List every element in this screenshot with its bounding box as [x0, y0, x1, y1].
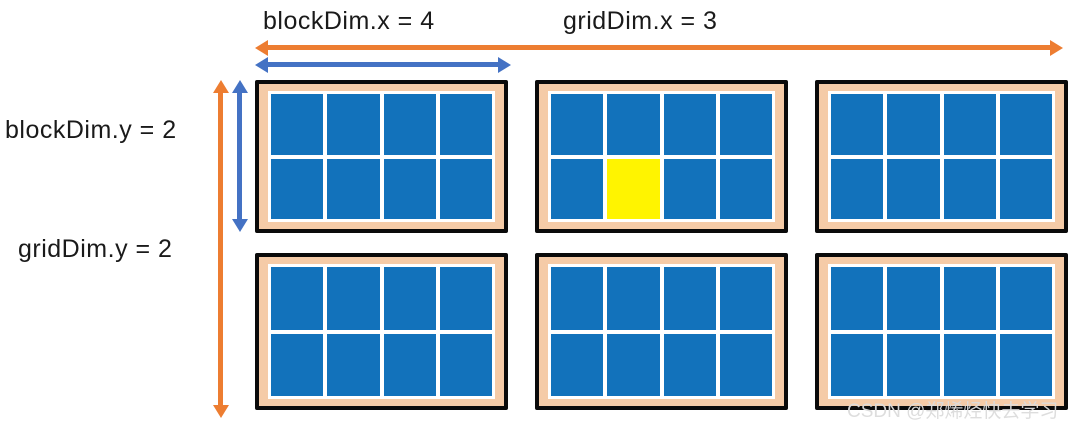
thread-cell: [719, 267, 772, 330]
thread-cell: [551, 94, 604, 155]
thread-cell: [663, 333, 716, 396]
thread-cell: [887, 333, 940, 396]
thread-cell: [607, 333, 660, 396]
thread-cell: [943, 158, 996, 219]
thread-cell-grid: [548, 91, 775, 222]
thread-cell: [887, 267, 940, 330]
highlighted-thread-cell: [607, 158, 660, 219]
thread-cell-grid: [828, 264, 1055, 399]
arrowhead-left-icon: [255, 39, 268, 56]
thread-cell: [327, 94, 380, 155]
thread-cell: [271, 158, 324, 219]
thread-cell-grid: [268, 91, 495, 222]
thread-cell: [719, 158, 772, 219]
thread-cell: [999, 158, 1052, 219]
thread-cell: [439, 158, 492, 219]
thread-cell: [607, 267, 660, 330]
griddim-y-double-arrow: [212, 80, 229, 418]
thread-block-1-0: [255, 253, 508, 410]
thread-cell: [831, 158, 884, 219]
thread-cell: [887, 158, 940, 219]
thread-cell: [943, 333, 996, 396]
thread-cell-grid: [828, 91, 1055, 222]
thread-cell: [999, 267, 1052, 330]
thread-cell: [999, 94, 1052, 155]
arrowhead-up-icon: [212, 80, 229, 93]
thread-cell: [327, 267, 380, 330]
arrowhead-right-icon: [1050, 39, 1063, 56]
thread-cell: [383, 94, 436, 155]
arrowhead-down-icon: [212, 405, 229, 418]
thread-cell: [271, 94, 324, 155]
thread-block-0-1: [535, 80, 788, 233]
thread-cell: [831, 267, 884, 330]
thread-cell: [999, 333, 1052, 396]
thread-cell-grid: [548, 264, 775, 399]
arrowhead-down-icon: [231, 219, 248, 232]
blockdim-x-double-arrow: [255, 56, 511, 73]
arrow-shaft: [264, 62, 502, 67]
thread-cell: [439, 94, 492, 155]
griddim-x-double-arrow: [255, 39, 1063, 56]
thread-cell: [943, 267, 996, 330]
arrowhead-left-icon: [255, 56, 268, 73]
thread-cell: [439, 267, 492, 330]
thread-cell: [439, 333, 492, 396]
thread-cell: [551, 333, 604, 396]
label-blockdim-y: blockDim.y = 2: [5, 116, 177, 144]
thread-cell: [943, 94, 996, 155]
thread-cell: [271, 267, 324, 330]
arrowhead-up-icon: [231, 80, 248, 93]
thread-cell: [327, 158, 380, 219]
arrow-shaft: [264, 45, 1054, 50]
label-blockdim-x: blockDim.x = 4: [263, 7, 435, 35]
thread-cell: [271, 333, 324, 396]
arrow-shaft: [218, 89, 223, 409]
thread-cell: [887, 94, 940, 155]
thread-block-1-1: [535, 253, 788, 410]
thread-cell: [383, 267, 436, 330]
thread-cell-grid: [268, 264, 495, 399]
thread-cell: [719, 94, 772, 155]
thread-cell: [551, 267, 604, 330]
thread-cell: [831, 94, 884, 155]
thread-cell: [383, 333, 436, 396]
arrow-shaft: [237, 89, 242, 223]
thread-cell: [663, 267, 716, 330]
thread-cell: [327, 333, 380, 396]
arrowhead-right-icon: [498, 56, 511, 73]
thread-cell: [663, 94, 716, 155]
thread-cell: [663, 158, 716, 219]
thread-block-0-0: [255, 80, 508, 233]
thread-cell: [607, 94, 660, 155]
thread-block-1-2: [815, 253, 1068, 410]
label-griddim-y: gridDim.y = 2: [18, 235, 173, 263]
thread-cell: [551, 158, 604, 219]
label-griddim-x: gridDim.x = 3: [563, 7, 718, 35]
blockdim-y-double-arrow: [231, 80, 248, 232]
thread-cell: [831, 333, 884, 396]
thread-block-0-2: [815, 80, 1068, 233]
thread-cell: [719, 333, 772, 396]
thread-block-grid: [255, 80, 1068, 410]
watermark-text: CSDN @郑烯烃快去学习: [847, 401, 1059, 422]
thread-cell: [383, 158, 436, 219]
